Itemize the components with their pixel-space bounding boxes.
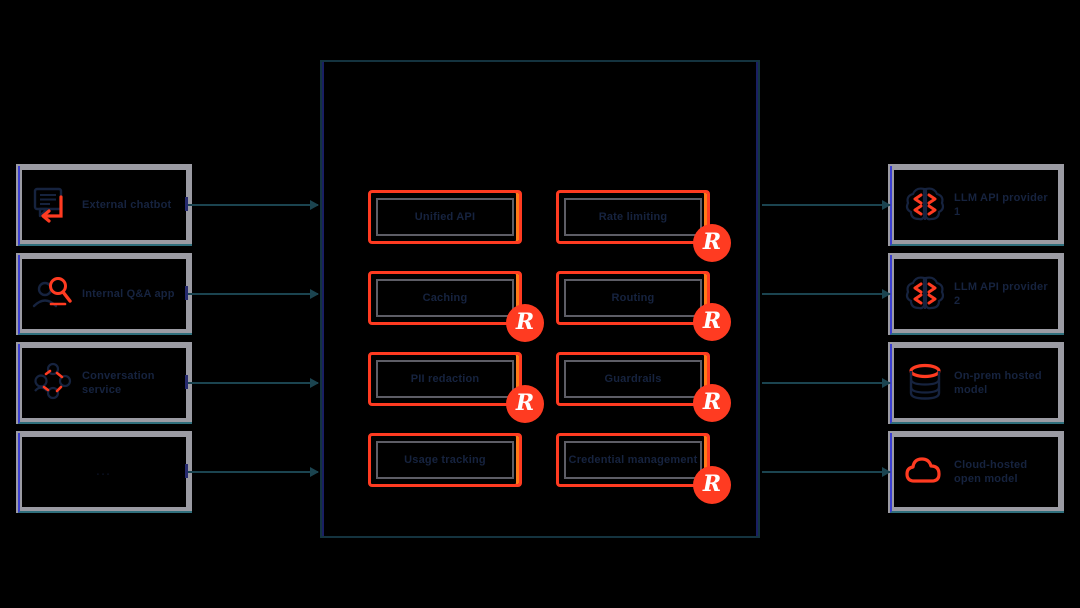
database-icon xyxy=(902,360,948,406)
gateway-container xyxy=(320,60,760,538)
consumer-label: ... xyxy=(96,466,112,478)
capability-label: Unified API xyxy=(414,211,476,223)
r-badge-glyph: R xyxy=(702,471,722,497)
r-badge-glyph: R xyxy=(702,308,722,334)
r-logo-badge: R xyxy=(506,385,544,423)
capability-label: Usage tracking xyxy=(404,454,486,466)
connector-consumer-3-to-gateway xyxy=(186,378,319,388)
connector-gateway-to-provider-4 xyxy=(762,467,891,477)
consumer-4-edge-tick xyxy=(185,464,188,478)
capability-chip-usage-tracking[interactable]: Usage tracking xyxy=(368,433,522,487)
r-badge-glyph: R xyxy=(702,389,722,415)
r-logo-badge: R xyxy=(506,304,544,342)
consumer-label: Internal Q&A app xyxy=(82,288,175,300)
provider-label: On-prem hosted model xyxy=(954,370,1042,396)
consumer-card-internal-qa-app[interactable]: Internal Q&A app xyxy=(16,253,192,335)
capability-label: Credential management xyxy=(568,454,698,466)
capability-chip-guardrails[interactable]: Guardrails xyxy=(556,352,710,406)
r-badge-glyph: R xyxy=(515,390,535,416)
cloud-icon xyxy=(902,449,948,495)
provider-card-on-prem-hosted-model[interactable]: On-prem hosted model xyxy=(888,342,1064,424)
chat-bubble-icon xyxy=(30,182,76,228)
connector-gateway-to-provider-3 xyxy=(762,378,891,388)
provider-label: Cloud-hosted open model xyxy=(954,459,1028,485)
provider-label: LLM API provider 2 xyxy=(954,281,1048,307)
person-search-icon xyxy=(30,271,76,317)
consumer-label: External chatbot xyxy=(82,199,172,211)
capability-label: PII redaction xyxy=(410,373,480,385)
connector-consumer-2-to-gateway xyxy=(186,289,319,299)
connector-gateway-to-provider-1 xyxy=(762,200,891,210)
capability-label: Guardrails xyxy=(604,373,662,385)
r-badge-glyph: R xyxy=(702,229,722,255)
connector-gateway-to-provider-2 xyxy=(762,289,891,299)
capability-chip-caching[interactable]: Caching xyxy=(368,271,522,325)
consumer-1-edge-tick xyxy=(185,197,188,211)
capability-chip-credential-management[interactable]: Credential management xyxy=(556,433,710,487)
brain-icon xyxy=(902,271,948,317)
r-logo-badge: R xyxy=(693,303,731,341)
provider-card-llm-api-provider-2[interactable]: LLM API provider 2 xyxy=(888,253,1064,335)
provider-card-llm-api-provider-1[interactable]: LLM API provider 1 xyxy=(888,164,1064,246)
capability-chip-unified-api[interactable]: Unified API xyxy=(368,190,522,244)
consumer-label: Conversation service xyxy=(82,370,155,396)
consumer-card-placeholder[interactable]: ... xyxy=(16,431,192,513)
capability-chip-pii-redaction[interactable]: PII redaction xyxy=(368,352,522,406)
capability-label: Caching xyxy=(422,292,468,304)
capability-label: Rate limiting xyxy=(598,211,668,223)
r-badge-glyph: R xyxy=(515,309,535,335)
network-users-icon xyxy=(30,360,76,406)
brain-icon xyxy=(902,182,948,228)
consumer-3-edge-tick xyxy=(185,375,188,389)
consumer-card-external-chatbot[interactable]: External chatbot xyxy=(16,164,192,246)
connector-consumer-4-to-gateway xyxy=(186,467,319,477)
connector-consumer-1-to-gateway xyxy=(186,200,319,210)
capability-chip-rate-limiting[interactable]: Rate limiting xyxy=(556,190,710,244)
capability-chip-routing[interactable]: Routing xyxy=(556,271,710,325)
r-logo-badge: R xyxy=(693,224,731,262)
capability-label: Routing xyxy=(611,292,655,304)
consumer-card-conversation-service[interactable]: Conversation service xyxy=(16,342,192,424)
provider-label: LLM API provider 1 xyxy=(954,192,1048,218)
r-logo-badge: R xyxy=(693,384,731,422)
r-logo-badge: R xyxy=(693,466,731,504)
consumer-2-edge-tick xyxy=(185,286,188,300)
provider-card-cloud-hosted-open-model[interactable]: Cloud-hosted open model xyxy=(888,431,1064,513)
